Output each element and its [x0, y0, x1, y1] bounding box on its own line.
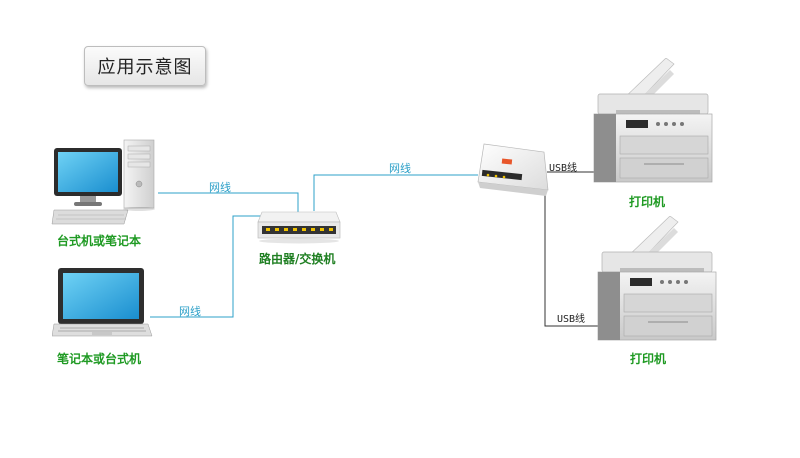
laptop-icon — [52, 268, 153, 337]
laptop-label: 笔记本或台式机 — [57, 352, 142, 366]
router-server-cable — [313, 174, 478, 211]
desktop-computer-icon — [51, 139, 155, 225]
server-printer-bottom-usb — [544, 186, 598, 327]
printer-top-icon — [593, 58, 713, 183]
desktop-label: 台式机或笔记本 — [57, 234, 142, 248]
printer-bottom-icon — [597, 216, 717, 341]
printer-top-label: 打印机 — [629, 195, 666, 209]
server-cable-label: 网线 — [389, 162, 411, 175]
laptop-router-cable — [150, 215, 266, 318]
printer-bottom-label: 打印机 — [630, 352, 667, 366]
desktop-router-cable — [158, 192, 299, 213]
router-switch-icon — [257, 211, 341, 244]
desktop-cable-label: 网线 — [209, 181, 231, 194]
usb-cable-top-label: USB线 — [549, 163, 578, 174]
usb-cable-bottom-label: USB线 — [557, 314, 586, 325]
laptop-cable-label: 网线 — [179, 305, 201, 318]
router-label: 路由器/交换机 — [259, 252, 336, 266]
print-server-icon — [477, 143, 549, 196]
diagram-title-button[interactable]: 应用示意图 — [84, 46, 206, 86]
